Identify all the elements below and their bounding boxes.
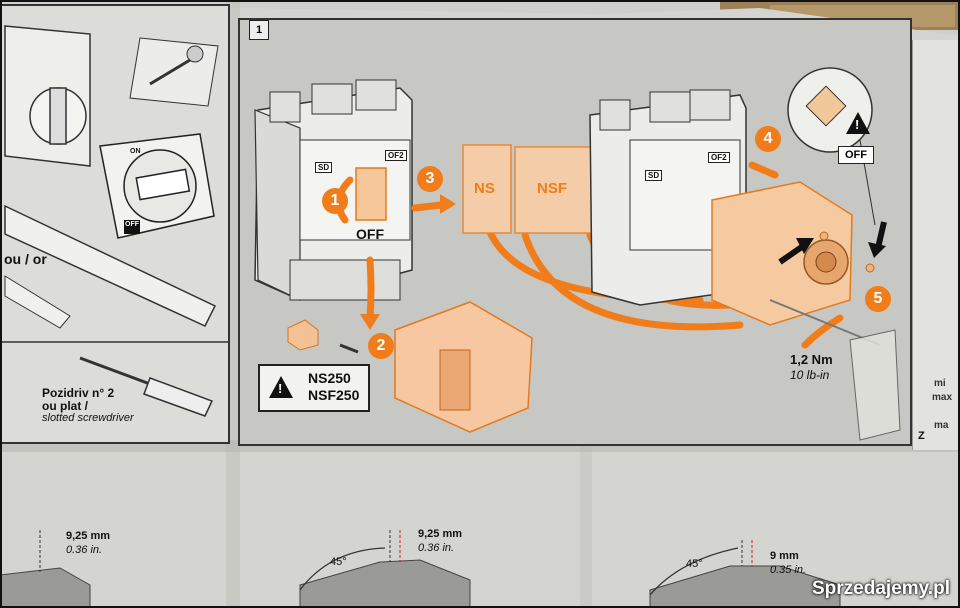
warning-line-1: NS250 — [308, 370, 351, 386]
tool-line-2: ou plat / — [42, 399, 88, 413]
of2-label: OF2 — [385, 150, 407, 161]
partial-text-3: ma — [934, 420, 949, 431]
dim-3-in: 0.35 in. — [770, 564, 807, 576]
dim-3-mm: 9 mm — [770, 550, 799, 562]
cover-nsf-label: NSF — [537, 180, 567, 197]
frame-number: 1 — [249, 20, 269, 40]
of2-label-right: OF2 — [708, 152, 730, 163]
dim-2-in: 0.36 in. — [418, 542, 455, 554]
partial-text-2: max — [932, 392, 953, 403]
handle-on-label: ON — [130, 148, 141, 155]
sd-label: SD — [315, 162, 333, 173]
dim-2-angle: 45° — [330, 556, 347, 568]
alt-label: ou / or — [4, 251, 47, 267]
watermark: Sprzedajemy.pl — [812, 578, 950, 599]
torque-nm: 1,2 Nm — [790, 352, 833, 367]
z-label: Z — [918, 430, 925, 442]
dim-1-mm: 9,25 mm — [66, 530, 111, 542]
next-frame-edge — [912, 40, 960, 450]
tool-line-1: Pozidriv n° 2 — [42, 386, 115, 400]
dim-3-angle: 45° — [686, 558, 703, 570]
partial-text-1: mi — [934, 378, 946, 389]
cover-ns — [462, 144, 512, 234]
rotary-handle-module — [711, 181, 853, 326]
off-label: OFF — [356, 226, 384, 242]
step-5-badge: 5 — [865, 286, 891, 312]
step-3-badge: 3 — [417, 166, 443, 192]
step-4-badge: 4 — [755, 126, 781, 152]
cover-nsf — [514, 146, 598, 234]
warning-box: ! NS250 NSF250 — [258, 364, 370, 412]
warning-icon: ! — [268, 376, 294, 400]
left-panel: ou / or ON OFF Pozidriv n° 2 ou plat / s… — [0, 4, 230, 444]
step-2-badge: 2 — [368, 333, 394, 359]
step-1-badge: 1 — [322, 188, 348, 214]
breaker-right — [589, 89, 747, 306]
torque-lbin: 10 lb-in — [790, 368, 830, 382]
handle-off-label: OFF — [125, 221, 139, 228]
handle-illustrations — [0, 25, 228, 417]
dim-2-mm: 9,25 mm — [418, 528, 463, 540]
sd-label-right: SD — [645, 170, 663, 181]
dim-1-in: 0.36 in. — [66, 544, 103, 556]
cover-ns-label: NS — [474, 180, 495, 197]
callout-warning-icon: ! — [843, 112, 873, 140]
tool-line-3: slotted screwdriver — [42, 412, 134, 424]
warning-line-2: NSF250 — [308, 387, 360, 403]
callout-off-badge: OFF — [838, 146, 874, 164]
